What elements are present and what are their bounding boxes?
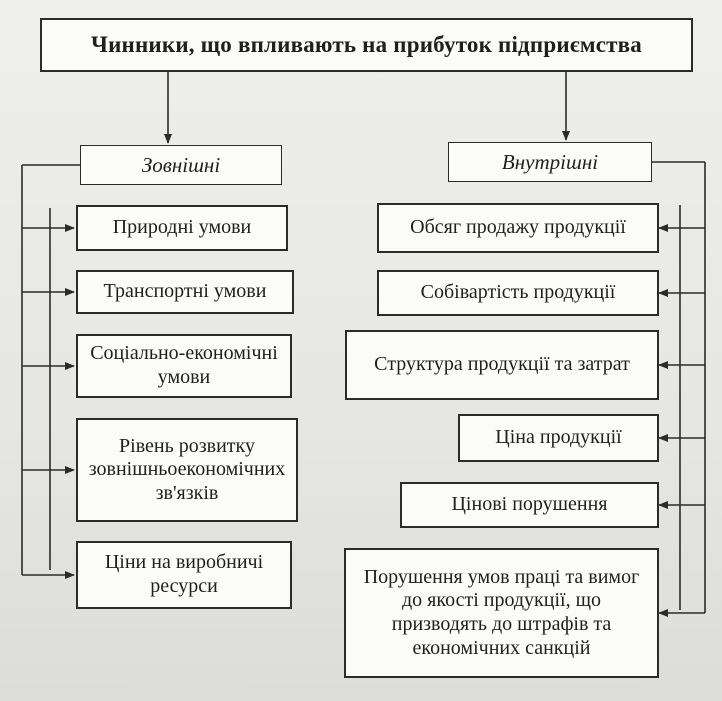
external-factor-transport: Транспортні умови xyxy=(76,270,294,314)
internal-factors-heading: Внутрішні xyxy=(448,142,652,182)
diagram-title: Чинники, що впливають на прибуток підпри… xyxy=(40,18,693,72)
internal-factor-price-violations: Цінові порушення xyxy=(400,482,659,528)
internal-factor-sales-volume: Обсяг продажу продукції xyxy=(377,203,659,253)
internal-factor-cost: Собівартість продукції xyxy=(377,270,659,316)
external-factor-resource-prices: Ціни на виробничі ресурси xyxy=(76,541,292,609)
external-factor-socioeconomic: Соціально-економічні умови xyxy=(76,334,292,398)
internal-factor-price: Ціна продукції xyxy=(458,414,659,462)
internal-factor-structure: Структура продукції та затрат xyxy=(345,330,659,400)
external-factor-foreign-relations: Рівень розвитку зовнішньоекономічних зв'… xyxy=(76,418,298,522)
external-factor-natural: Природні умови xyxy=(76,205,288,251)
internal-factor-labour-violations: Порушення умов праці та вимог до якості … xyxy=(344,548,659,678)
external-factors-heading: Зовнішні xyxy=(80,145,282,185)
